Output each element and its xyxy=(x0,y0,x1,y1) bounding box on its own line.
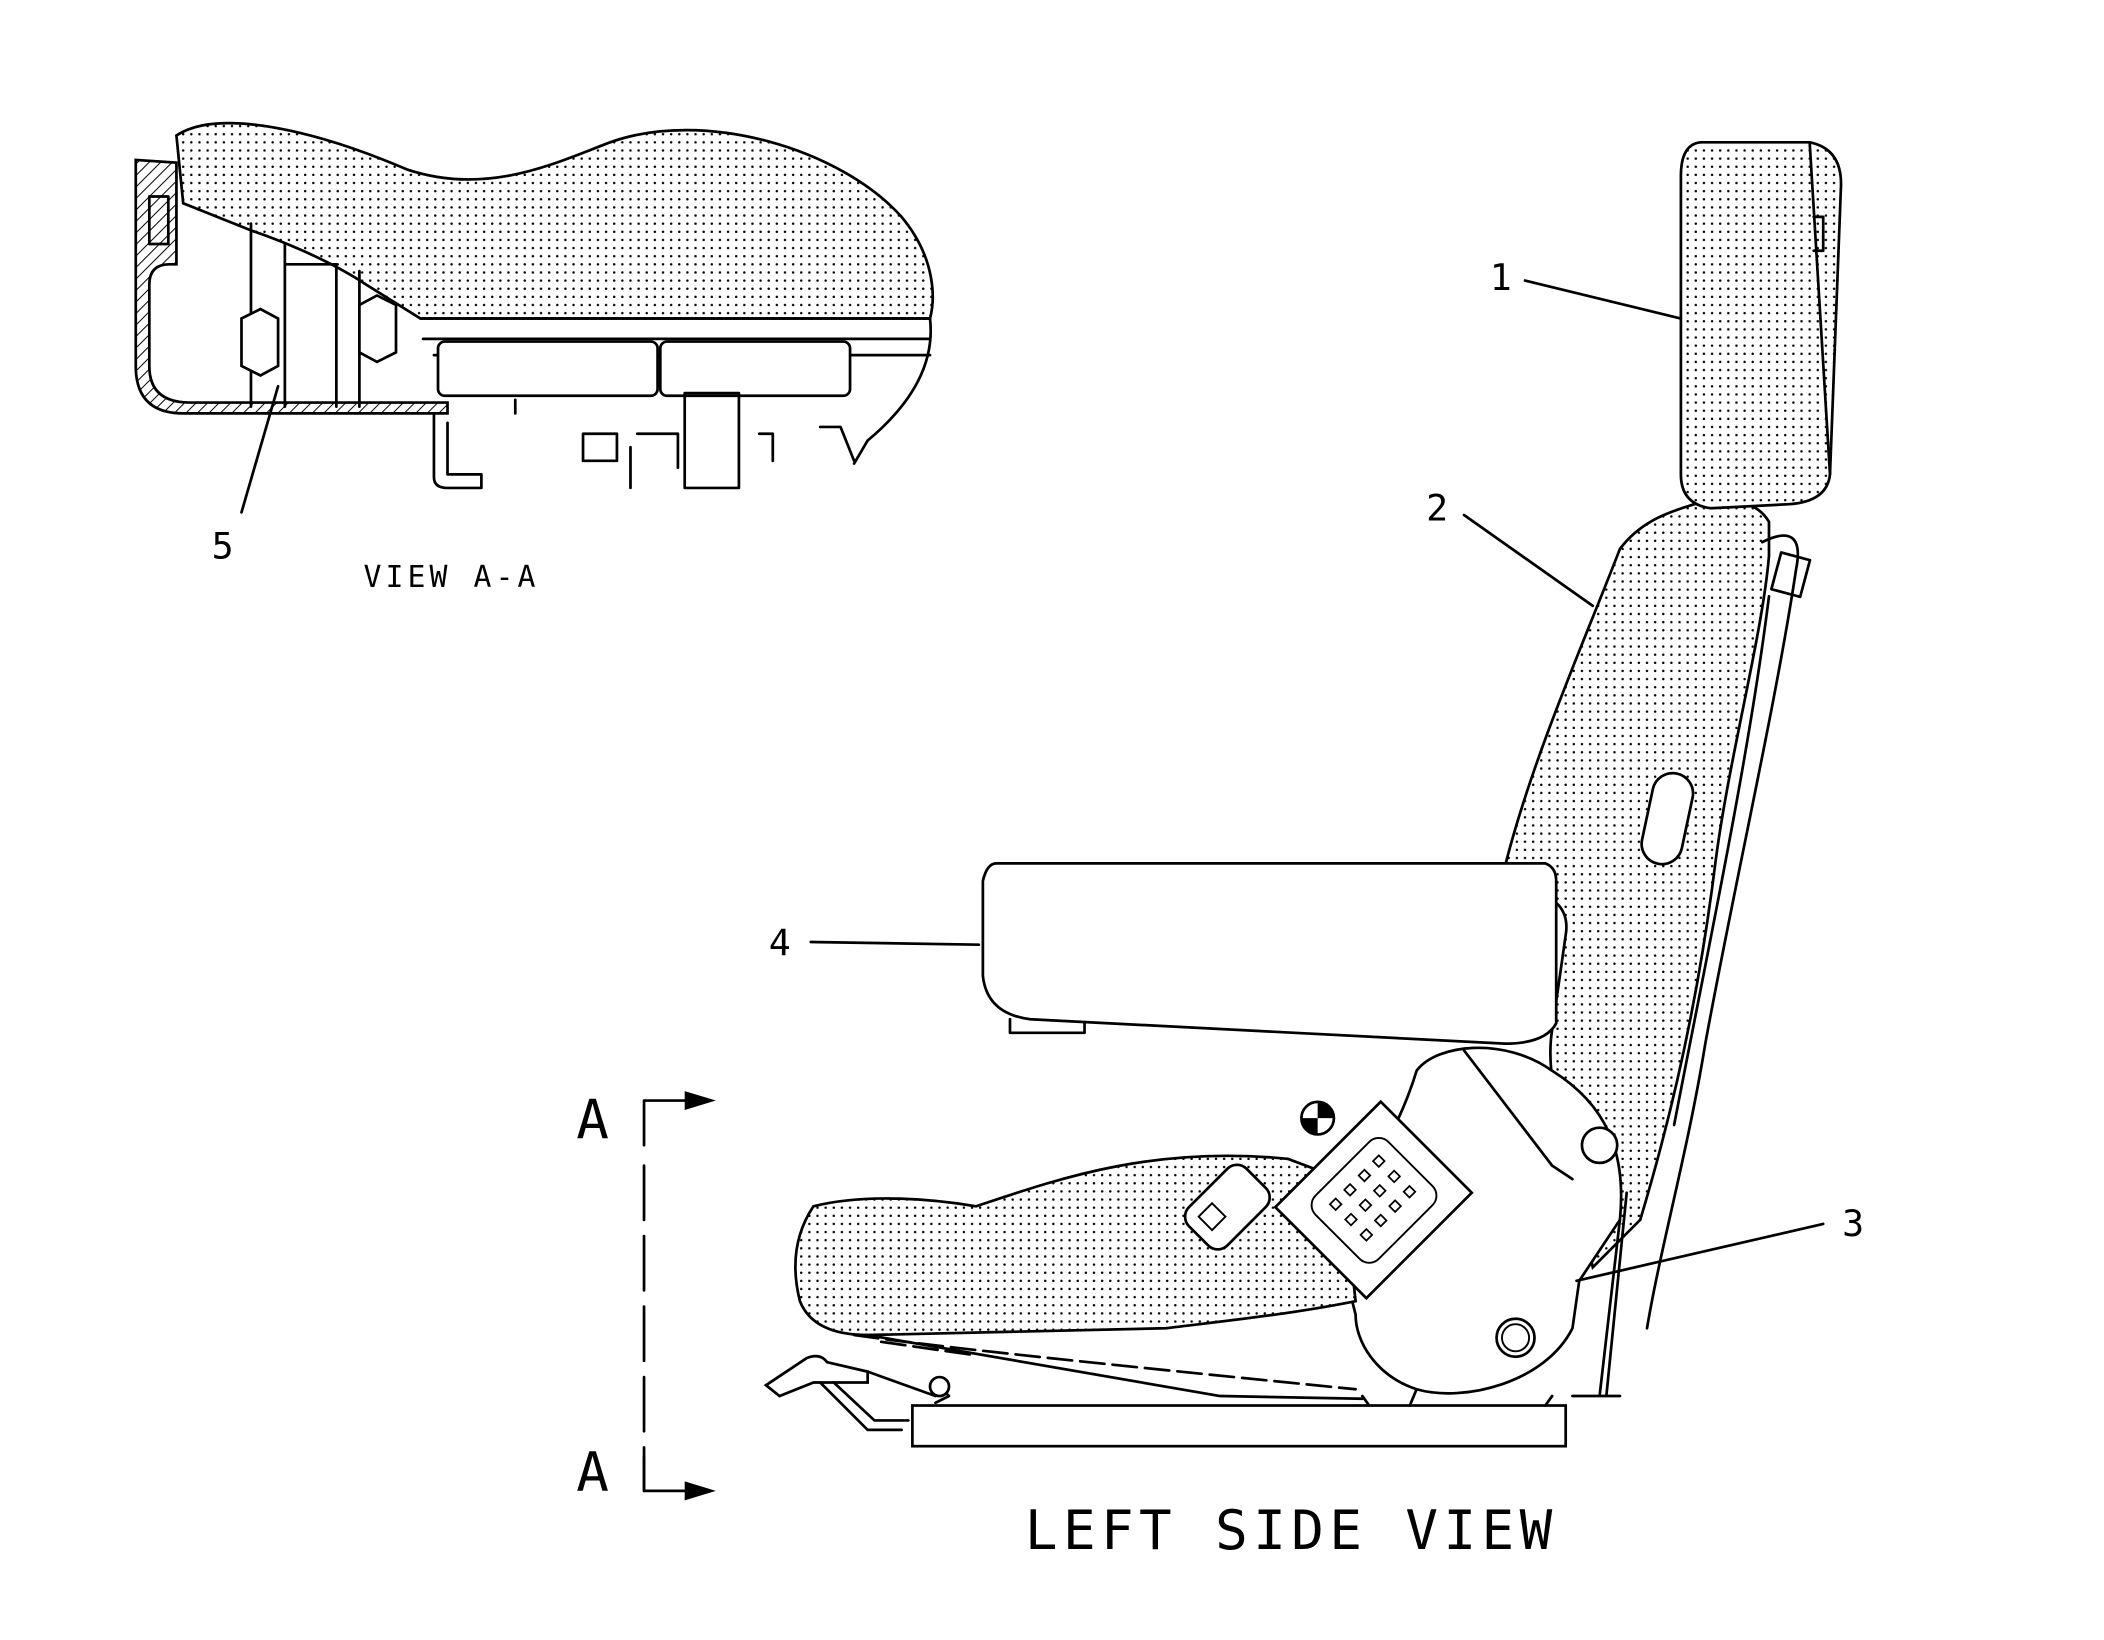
seat-belt-buckle xyxy=(1183,1099,1474,1301)
view-aa-title: VIEW A-A xyxy=(363,560,539,595)
left-side-view: 1 2 3 4 A A LEFT SIDE VIEW xyxy=(576,140,1864,1562)
backrest-handle-slot xyxy=(1640,771,1695,866)
bracket-hatched xyxy=(134,158,449,415)
callout-3: 3 xyxy=(1842,1202,1864,1245)
seat-cushion xyxy=(794,1154,1358,1337)
slide-rail xyxy=(436,340,659,398)
base-rail xyxy=(911,1404,1568,1448)
callout-2: 2 xyxy=(1426,486,1448,529)
section-label-bottom: A xyxy=(576,1441,609,1504)
view-aa-section: 5 VIEW A-A xyxy=(134,121,935,595)
callout-1: 1 xyxy=(1490,256,1512,299)
adjust-lever xyxy=(763,1354,870,1398)
callout-3-leader xyxy=(1575,1222,1825,1283)
callout-1-leader xyxy=(1523,279,1683,320)
callout-5-leader xyxy=(240,384,280,514)
callout-5: 5 xyxy=(212,524,234,567)
callout-4-leader xyxy=(809,940,981,947)
seat-cushion-section xyxy=(174,121,935,320)
pivot-bolt xyxy=(1580,1126,1619,1165)
slide-rail xyxy=(658,340,852,398)
bolt-head xyxy=(240,307,280,377)
section-label-top: A xyxy=(576,1089,609,1152)
armrest xyxy=(981,862,1558,1045)
callout-2-leader xyxy=(1462,513,1595,608)
left-side-view-title: LEFT SIDE VIEW xyxy=(1025,1499,1558,1562)
headrest xyxy=(1679,140,1843,510)
section-line-aa: A A xyxy=(576,1089,716,1504)
callout-4: 4 xyxy=(769,922,791,965)
